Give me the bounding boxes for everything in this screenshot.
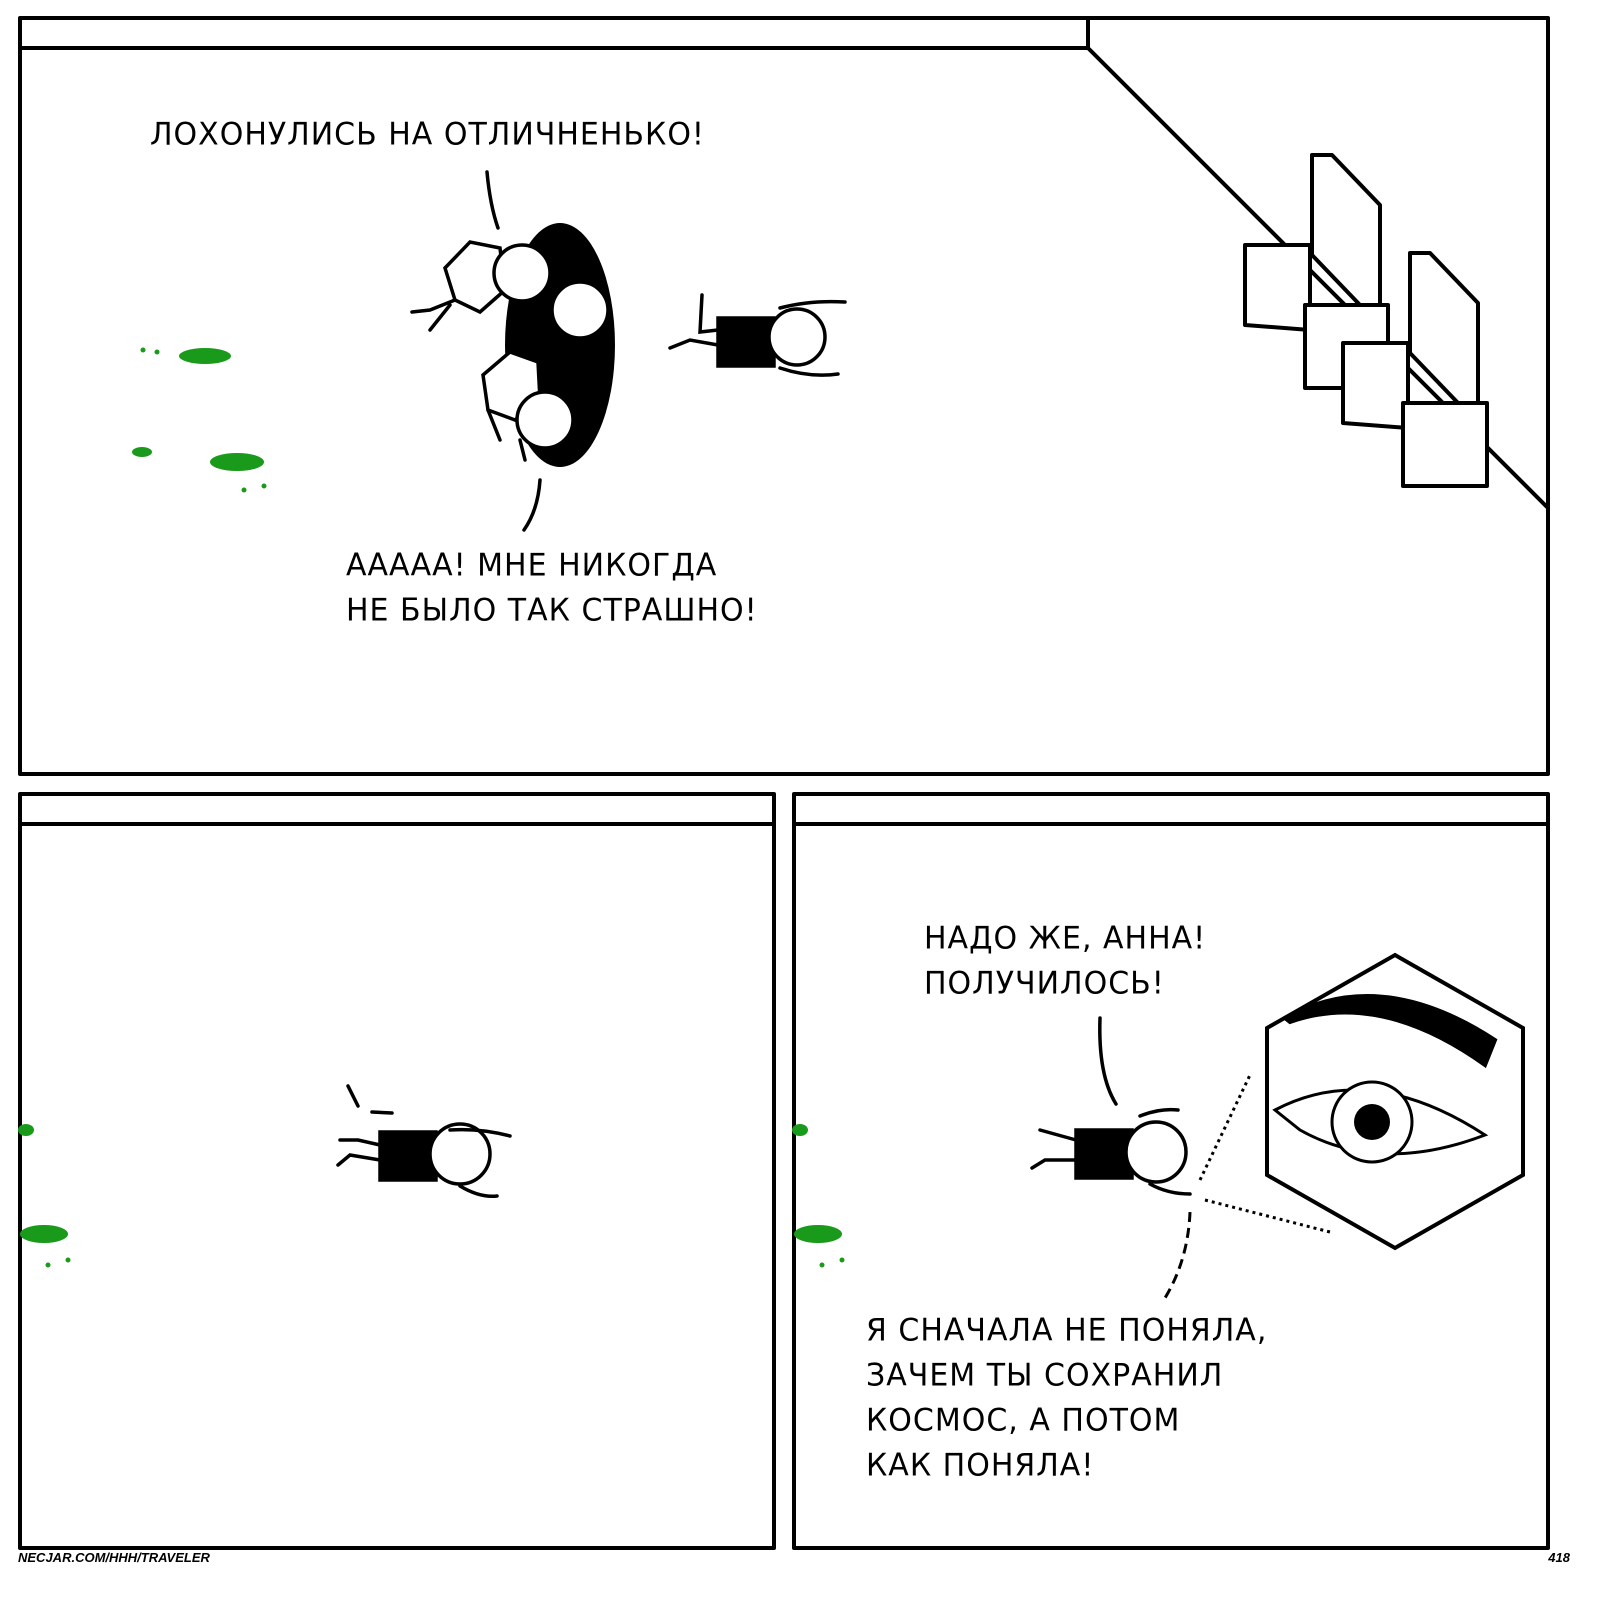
character-lying-panel-2 xyxy=(336,1084,512,1199)
panel-2-frame xyxy=(18,792,776,1550)
eye-closeup xyxy=(1265,952,1525,1251)
chairs xyxy=(1243,153,1489,488)
panel-3-frame xyxy=(792,792,1550,1550)
speech-panel-3-top-line-1: НАДО ЖЕ, АННА! xyxy=(924,920,1207,957)
panel-1-frame xyxy=(18,16,1550,776)
speech-panel-1-bottom-line-1: АААAА! МНЕ НИКОГДА xyxy=(346,547,718,584)
character-lying-panel-1 xyxy=(668,293,847,377)
speech-panel-3-bottom-line-1: Я СНАЧАЛА НЕ ПОНЯЛА, xyxy=(866,1312,1268,1349)
footer-site: NECJAR.COM/HHH/TRAVELER xyxy=(18,1550,210,1565)
character-lying-panel-3 xyxy=(1030,1107,1192,1196)
speech-panel-3-bottom-line-4: КАК ПОНЯЛА! xyxy=(866,1447,1095,1484)
speech-panel-3-bottom-line-3: КОСМОС, А ПОТОМ xyxy=(866,1402,1181,1439)
zoom-lines xyxy=(1163,1074,1331,1299)
speech-panel-1-top: ЛОХОНУЛИСЬ НА ОТЛИЧНЕНЬКО! xyxy=(150,116,705,153)
footer-page-number: 418 xyxy=(1548,1550,1570,1565)
speech-panel-3-top-line-2: ПОЛУЧИЛОСЬ! xyxy=(924,965,1165,1002)
speech-panel-3-bottom-line-2: ЗАЧЕМ ТЫ СОХРАНИЛ xyxy=(866,1357,1224,1394)
slime-puddles xyxy=(18,347,845,1268)
speech-panel-1-bottom-line-2: НЕ БЫЛО ТАК СТРАШНО! xyxy=(346,592,758,629)
